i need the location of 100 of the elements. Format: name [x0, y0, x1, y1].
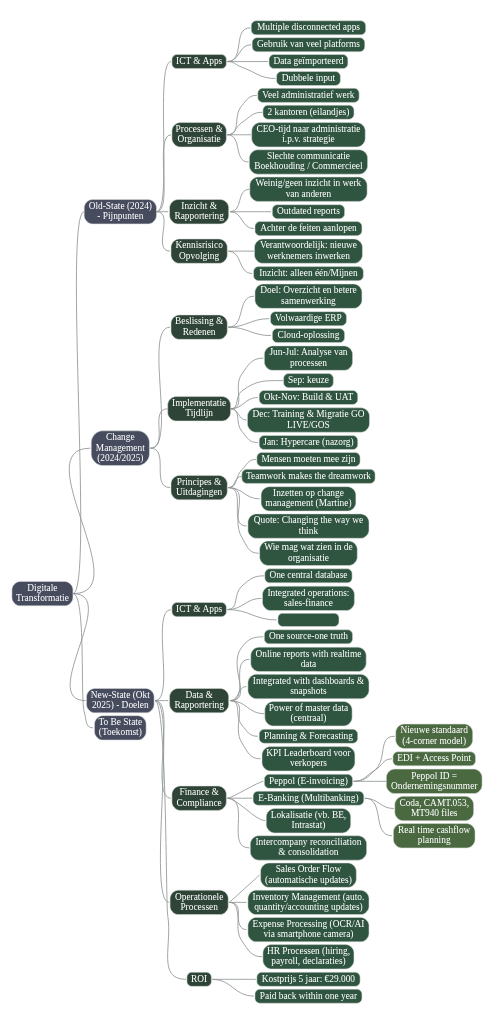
node-box: KPI Leaderboard voor verkopers	[261, 746, 356, 772]
node-box: Data & Rapportering	[169, 688, 229, 714]
connector	[226, 134, 249, 163]
node-box: Slechte communicatie Boekhouding / Commercieel	[249, 149, 368, 175]
connector	[154, 700, 187, 980]
connector	[230, 408, 259, 443]
connector	[227, 250, 253, 275]
node-box: Processen & Organisatie	[171, 122, 227, 148]
node-box: Change Management (2024/2025)	[90, 430, 150, 466]
node-box: New-State (Okt 2025) - Doelen	[86, 688, 155, 714]
node-box: Old-State (2024) - Pijnpunten	[83, 199, 157, 225]
connector	[226, 797, 250, 849]
node-box	[277, 613, 340, 627]
node-box: Verantwoordelijk: nieuwe werknemers inwerken	[254, 238, 363, 264]
node-box: Integrated operations: sales-finance	[262, 585, 355, 611]
node-box: Okt-Nov: Build & UAT	[258, 390, 358, 405]
connector	[230, 380, 284, 410]
node-box: Mensen moeten mee zijn	[256, 452, 361, 467]
node-box: Multiple disconnected apps	[250, 20, 366, 36]
node-box: Finance & Compliance	[171, 785, 227, 811]
node-box: Sales Order Flow (automatische updates)	[260, 862, 357, 888]
node-box: Kennisrisico Opvolging	[170, 238, 228, 264]
connector	[149, 326, 171, 449]
node-box: Achter de feiten aanlopen	[254, 221, 363, 236]
node-box: Principes & Uitdagingen	[170, 475, 228, 501]
node-box: Veel administratief werk	[257, 88, 360, 103]
node-box: Quote: Changing the way we think	[247, 513, 370, 539]
node-box: CEO-tijd naar administratie i.p.v. strategie	[251, 122, 366, 148]
node-box: Real time cashflow planning	[393, 823, 476, 849]
node-box: Expense Processing (OCR/AI via smartphone camera)	[247, 917, 370, 943]
node-box: One source-one truth	[264, 629, 353, 645]
connector	[149, 447, 171, 489]
node-box: Cloud-oplossing	[272, 328, 345, 343]
node-box: Inzicht & Rapportering	[169, 199, 229, 225]
node-box: Wie mag wat zien in de organisatie	[259, 540, 358, 566]
connector	[353, 758, 393, 782]
node-box: EDI + Access Point	[392, 751, 476, 767]
connector	[227, 318, 270, 328]
connector	[353, 735, 396, 782]
connector	[227, 250, 255, 252]
node-box: Weinig/geen inzicht in werk van anderen	[249, 176, 368, 202]
connector	[72, 593, 94, 729]
node-box: Digitale Transformatie	[11, 581, 74, 607]
connector	[149, 408, 169, 449]
node-box: To Be State (Toekomst)	[94, 715, 147, 741]
node-box: Power of master data (centraal)	[264, 701, 353, 727]
connector	[154, 700, 170, 903]
connector	[227, 326, 272, 336]
connector	[72, 211, 85, 595]
node-box: Online reports with realtime data	[250, 646, 367, 672]
node-box: ROI	[186, 972, 212, 987]
connector	[229, 700, 262, 760]
connector	[154, 700, 172, 799]
connector	[230, 397, 259, 410]
node-box: Outdated reports	[272, 204, 345, 220]
node-box: Jan: Hypercare (nazorg)	[258, 435, 358, 450]
node-box: Doel: Overzicht en betere samenwerking	[254, 283, 363, 309]
node-box: Jun-Jul: Analyse van processen	[264, 345, 353, 371]
connector	[227, 475, 243, 489]
node-box: Intercompany reconciliation & consolidation	[250, 835, 367, 861]
connector	[230, 357, 264, 410]
connector	[227, 487, 260, 554]
node-box: Dubbele input	[276, 71, 341, 86]
node-box: Teamwork makes the dreamwork	[241, 469, 376, 484]
node-box: Inzicht: alleen één/Mijnen	[253, 266, 364, 281]
node-box: Beslissing & Redenen	[170, 314, 228, 340]
connector	[211, 978, 255, 997]
connector	[226, 780, 264, 799]
connector	[69, 593, 89, 702]
connector	[154, 609, 172, 702]
node-box: Coda, CAMT.053, MT940 files	[394, 796, 474, 821]
connector	[353, 780, 387, 782]
node-box: Implementatie Tijdlijn	[167, 396, 231, 422]
node-box: Volwaardige ERP	[270, 311, 347, 326]
node-box: Peppol (E-invoicing)	[264, 774, 353, 789]
node-box: Lokalisatie (vb. BE, Intrastat)	[265, 808, 351, 834]
connector	[227, 487, 247, 527]
node-box: E-Banking (Multibanking)	[252, 790, 365, 806]
node-box: 2 kantoren (eilandjes)	[262, 104, 355, 120]
node-box: Dec: Training & Migratie GO LIVE/GOS	[247, 407, 370, 433]
node-box: Planning & Forecasting	[258, 728, 358, 744]
connector	[227, 459, 257, 489]
connector	[226, 61, 277, 79]
connector	[68, 447, 95, 595]
node-box: Inzetten op change management (Martine)	[260, 486, 357, 512]
connector	[229, 211, 255, 230]
node-box: Data geïmporteerd	[268, 54, 349, 69]
node-box: Sep: keuze	[283, 373, 334, 388]
connector	[226, 609, 277, 621]
node-box: Integrated with dashboards & snapshots	[247, 674, 370, 699]
node-box: Kostprijs 5 jaar: €29.000	[256, 972, 361, 987]
node-box: Operationele Processen	[169, 889, 229, 915]
node-box: Inventory Management (auto. quantity/accounting updates)	[247, 889, 370, 915]
node-box: Gebruik van veel platforms	[251, 37, 366, 52]
node-box: One central database	[264, 568, 353, 584]
node-box: Nieuwe standaard (4-corner model)	[395, 723, 473, 749]
node-box: ICT & Apps	[171, 602, 227, 617]
connector	[229, 700, 259, 737]
node-box: HR Processen (hiring, payroll, declaraties)	[262, 944, 355, 970]
node-box: Peppol ID = Ondernemingsnummer	[386, 768, 483, 794]
